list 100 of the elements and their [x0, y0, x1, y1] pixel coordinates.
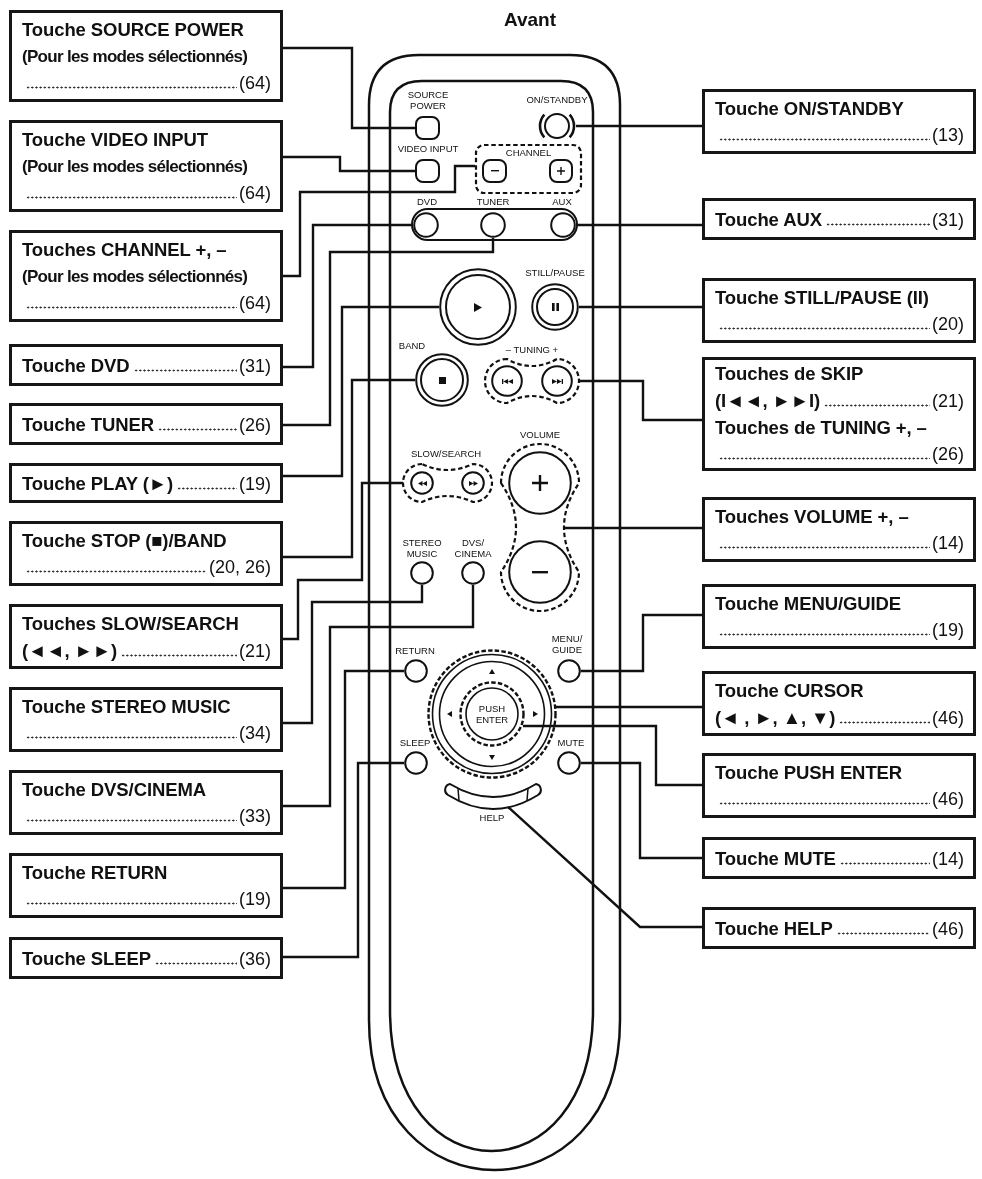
round-button [404, 659, 428, 683]
callout-box [9, 230, 283, 322]
callout-title: Touche STOP (■)/BAND [22, 528, 227, 553]
dashed-group-outline [500, 443, 580, 612]
round-button [413, 212, 439, 238]
callout-title: Touche MENU/GUIDE [715, 591, 902, 616]
page-reference: (19) [239, 887, 271, 911]
callout-box [9, 463, 283, 503]
callout-title: Touches de SKIP [715, 362, 864, 386]
page-reference: (20) [932, 312, 964, 336]
dashed-group-outline [484, 358, 580, 404]
button-label: HELP [478, 813, 506, 824]
callout-title: Touche SLEEP [22, 946, 151, 971]
callout-title: Touche STEREO MUSIC [22, 694, 231, 719]
round-button [410, 561, 434, 585]
button-label: DVD [415, 197, 439, 208]
button-label: SOURCE POWER [406, 90, 450, 111]
round-button [461, 471, 485, 495]
button-label: AUX [551, 197, 573, 208]
callout-box [702, 278, 976, 343]
curved-button [444, 780, 542, 812]
button-label: DVS/ CINEMA [453, 538, 493, 559]
leader-line [579, 305, 702, 309]
page-reference: (46) [932, 787, 964, 811]
leader-line [283, 238, 495, 427]
page-reference: (31) [932, 208, 964, 232]
round-button [404, 751, 428, 775]
leader-line [564, 526, 702, 530]
callout-title: Touche PLAY (►) [22, 471, 174, 496]
callout-box [702, 198, 976, 240]
mode-note: (Pour les modes sélectionnés) [22, 45, 248, 68]
page-reference: (46) [932, 917, 964, 941]
leader-line [283, 378, 415, 559]
leader-line [283, 585, 424, 725]
page-reference: (14) [932, 847, 964, 871]
button-label: MUTE [556, 738, 586, 749]
leader-line [283, 585, 475, 808]
round-button [508, 451, 572, 515]
callout-title: Touches SLOW/SEARCH [22, 611, 239, 636]
callout-box [702, 497, 976, 562]
callout-box [9, 937, 283, 979]
callout-title: Touches VOLUME +, – [715, 504, 909, 529]
callout-title: Touche SOURCE POWER [22, 17, 244, 42]
leader-line [283, 305, 439, 478]
round-button [531, 283, 579, 331]
leader-line [579, 379, 702, 422]
callout-box [9, 853, 283, 918]
page-reference: (13) [932, 123, 964, 147]
round-button [480, 212, 506, 238]
callout-title: Touche CURSOR [715, 678, 864, 703]
page-reference: (33) [239, 804, 271, 828]
callout-title: Touche RETURN [22, 860, 168, 885]
callout-box [702, 753, 976, 818]
leader-line [283, 46, 415, 130]
button-label: SLEEP [398, 738, 432, 749]
round-button [508, 540, 572, 604]
round-button [461, 561, 485, 585]
leader-line [283, 155, 415, 173]
view-title: Avant [503, 8, 557, 32]
square-button [549, 159, 573, 183]
key-symbols: (◄◄, ►►) [22, 638, 118, 663]
page-reference: (14) [932, 531, 964, 555]
callout-title: Touches de TUNING +, – [715, 416, 927, 440]
callout-box [9, 344, 283, 386]
key-symbols: (I◄◄, ►►I) [715, 389, 821, 413]
group-label: CHANNEL [504, 148, 553, 159]
callout-box [9, 687, 283, 752]
button-label: RETURN [394, 646, 436, 657]
callout-box [9, 120, 283, 212]
leader-line [283, 223, 413, 369]
callout-box [702, 357, 976, 471]
round-button [415, 353, 469, 407]
round-button [491, 365, 523, 397]
callout-title: Touche PUSH ENTER [715, 760, 903, 785]
button-label: SLOW/SEARCH [409, 449, 483, 460]
button-label: VOLUME [518, 430, 562, 441]
leader-line [283, 669, 404, 890]
page-reference: (34) [239, 721, 271, 745]
round-button [557, 751, 581, 775]
page-reference: (19) [239, 472, 271, 496]
leader-line [581, 761, 702, 860]
page-reference: (64) [239, 291, 271, 315]
dashed-group-outline [475, 144, 582, 194]
leader-line [576, 223, 702, 227]
leader-line [523, 724, 702, 787]
callout-title: Touche STILL/PAUSE (II) [715, 285, 929, 310]
callout-title: Touche VIDEO INPUT [22, 127, 208, 152]
page-reference: (26) [932, 443, 964, 466]
mode-note: (Pour les modes sélectionnés) [22, 265, 248, 288]
page-reference: (36) [239, 947, 271, 971]
callout-box [702, 671, 976, 736]
leader-line [283, 761, 404, 959]
callout-box [702, 837, 976, 879]
leader-line [581, 613, 702, 673]
page-reference: (21) [239, 639, 271, 663]
callout-title: Touche ON/STANDBY [715, 96, 904, 121]
callout-box [9, 604, 283, 669]
callout-box [702, 907, 976, 949]
round-button [557, 659, 581, 683]
leader-line [556, 705, 702, 709]
